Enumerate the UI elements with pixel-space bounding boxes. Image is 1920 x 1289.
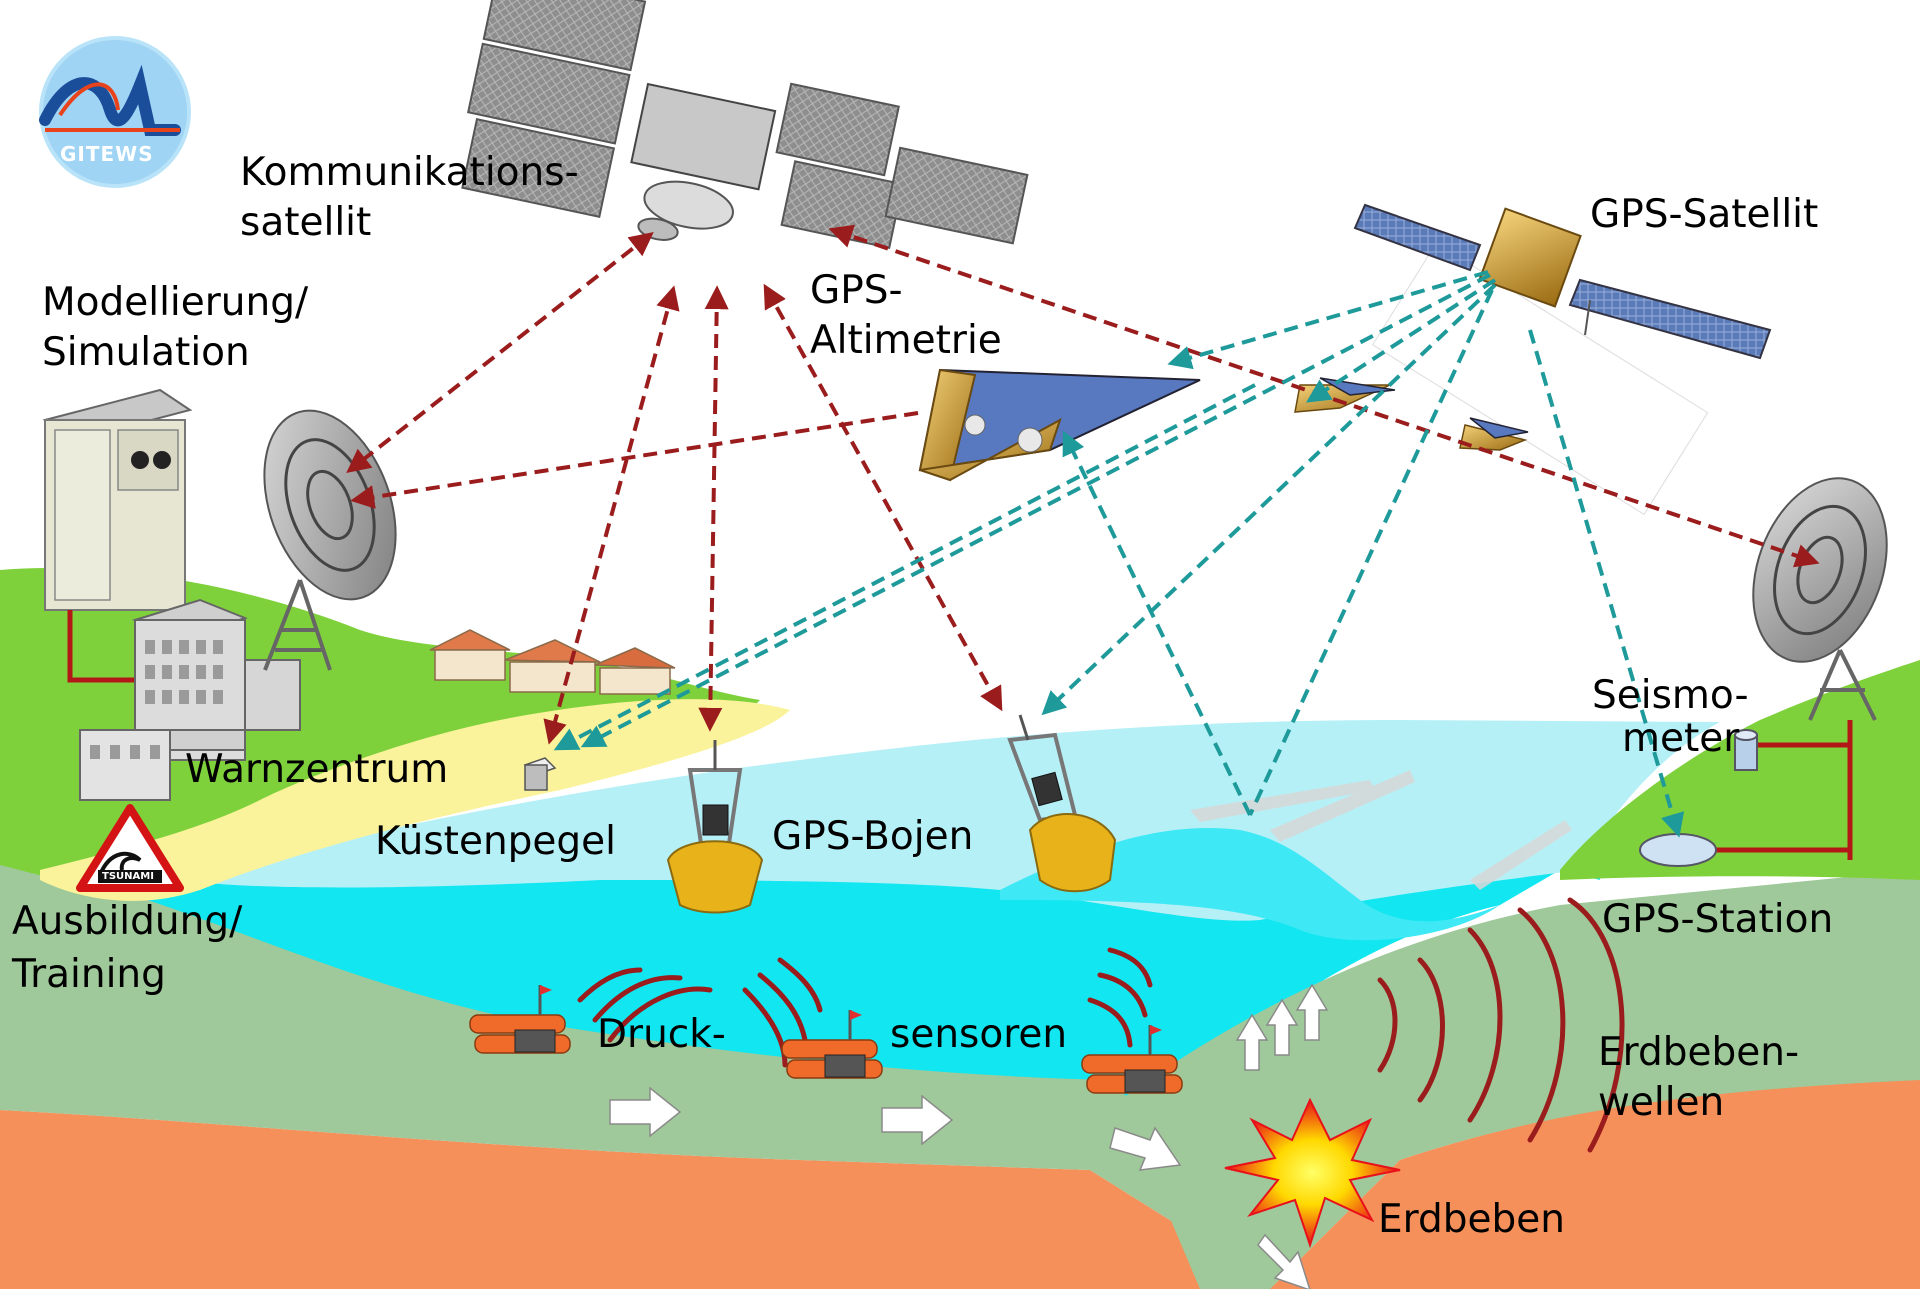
label-gps-buoys: GPS-Bojen	[772, 814, 974, 859]
label-seismic-waves-line2: wellen	[1598, 1080, 1725, 1125]
gps-station-dish	[1639, 833, 1717, 867]
altimetry-reflection	[1190, 770, 1572, 890]
sea-deep	[80, 865, 1600, 1120]
pressure-signals	[577, 947, 1153, 1068]
altimetry-to-antenna-link	[350, 411, 919, 509]
label-gps-altimetry-line1: GPS-	[810, 268, 903, 313]
mantle-layer	[0, 1110, 1280, 1289]
label-communication-satellite-line1: Kommunikations-	[240, 150, 579, 195]
pressure-sensor-1	[469, 985, 571, 1054]
label-gps-satellite: GPS-Satellit	[1590, 192, 1819, 237]
tsunami-sign	[76, 804, 184, 892]
beach	[40, 699, 790, 901]
sea-shallow	[180, 720, 1720, 921]
label-earthquake: Erdbeben	[1378, 1197, 1565, 1242]
seismometer-device	[1734, 729, 1758, 771]
label-modelling-line1: Modellierung/	[42, 280, 309, 325]
altimetry-bounce-path	[1062, 289, 1494, 816]
gps-buoy-left	[666, 740, 764, 914]
gitews-logo	[39, 36, 191, 188]
warning-center-buildings	[79, 598, 301, 801]
seismic-waves	[1377, 897, 1625, 1153]
coastal-gauge	[523, 757, 557, 791]
mantle-right	[1270, 1080, 1920, 1289]
label-pressure-line2: sensoren	[890, 1012, 1068, 1057]
gps-buoy-right	[1007, 714, 1117, 893]
simulation-computer	[42, 388, 193, 611]
label-coastal-gauge: Küstenpegel	[375, 819, 617, 864]
right-station-cable	[1700, 720, 1853, 860]
altimetry-to-coast-link	[553, 383, 1256, 751]
label-seismometer-line1: Seismo-	[1592, 673, 1749, 718]
gps-links	[580, 270, 1685, 838]
logo-text: GITEWS	[60, 142, 154, 166]
label-seismic-waves-line1: Erdbeben-	[1598, 1030, 1800, 1075]
earthquake-burst	[1224, 1097, 1401, 1249]
communication-satellite	[461, 0, 1029, 249]
label-gps-station: GPS-Station	[1602, 897, 1834, 942]
gps-satellite	[1353, 203, 1772, 516]
label-modelling-line2: Simulation	[42, 330, 250, 375]
label-communication-satellite-line2: satellit	[240, 200, 372, 245]
label-gps-altimetry-line2: Altimetrie	[810, 318, 1002, 363]
label-training-line2: Training	[12, 952, 166, 997]
pressure-sensor-2	[781, 1010, 883, 1079]
label-pressure-line1: Druck-	[597, 1012, 726, 1057]
label-seismometer-line2: meter	[1622, 716, 1740, 761]
altimetry-satellite	[918, 368, 1529, 482]
tsunami-wave	[1000, 828, 1500, 941]
crust-layer	[0, 860, 1280, 1289]
label-warning-center: Warnzentrum	[185, 747, 449, 792]
pressure-sensor-3	[1081, 1025, 1183, 1094]
tsunami-sign-text: TSUNAMI	[102, 871, 154, 882]
plate-motion-arrows	[609, 983, 1329, 1289]
label-training-line1: Ausbildung/	[12, 899, 243, 944]
